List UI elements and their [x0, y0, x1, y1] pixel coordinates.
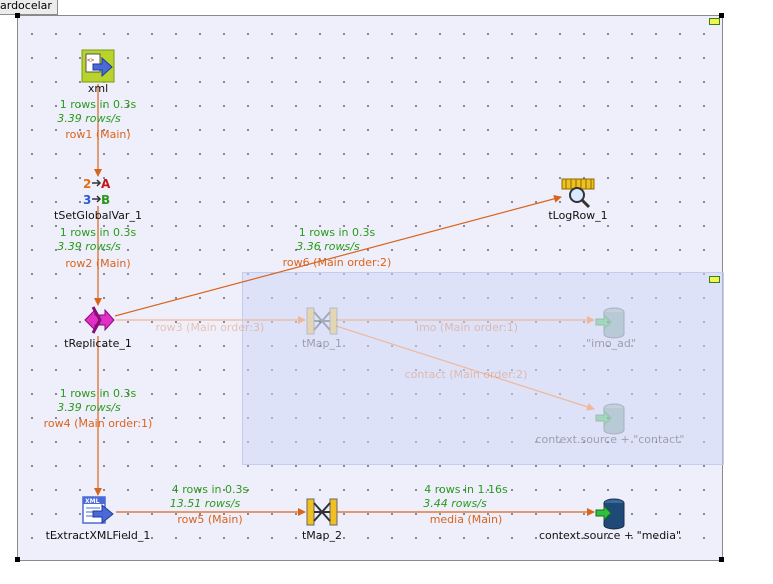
row5-rows-stat: 4 rows in 0.3s — [171, 483, 249, 496]
link-row6 — [114, 194, 562, 317]
tmap2-component-icon[interactable] — [305, 495, 339, 529]
component-label-tmap2: tMap_2 — [301, 529, 343, 542]
component-label-context-media: context.source + "media" — [538, 529, 682, 542]
row1-link-label[interactable]: row1 (Main) — [65, 128, 131, 141]
row5-link-label[interactable]: row5 (Main) — [177, 513, 243, 526]
component-label-tmap1: tMap_1 — [301, 337, 343, 350]
editor-tab-button[interactable]: ardocelar — [0, 0, 58, 15]
component-label-xml: xml — [87, 82, 109, 95]
log-row-component-icon[interactable] — [561, 176, 595, 210]
row1-rate-stat: 3.39 rows/s — [57, 112, 121, 125]
extract-xml-field-component-icon[interactable]: XML — [81, 494, 115, 528]
row3-link-label[interactable]: row3 (Main order:3) — [155, 321, 265, 334]
row2-rate-stat: 3.39 rows/s — [57, 240, 121, 253]
component-label-tlogrow: tLogRow_1 — [548, 209, 608, 222]
component-label-context-contact: context.source + "contact" — [535, 433, 685, 446]
row4-rows-stat: 1 rows in 0.3s — [59, 387, 137, 400]
media-rate-stat: 3.44 rows/s — [423, 497, 487, 510]
row6-rate-stat: 3.36 rows/s — [296, 240, 360, 253]
tmap1-component-icon[interactable] — [305, 304, 339, 338]
selection-handle-bl[interactable] — [15, 557, 20, 562]
subjob-deactivated-area — [242, 272, 724, 465]
media-output-db-icon[interactable] — [594, 497, 628, 531]
svg-text:2: 2 — [83, 177, 91, 191]
contact-link-label[interactable]: contact (Main order:2) — [404, 368, 528, 381]
media-link-label[interactable]: media (Main) — [429, 513, 503, 526]
component-label-textractxmlfield: tExtractXMLField_1 — [45, 529, 151, 542]
set-global-var-component-icon[interactable]: 2 A 3 B — [81, 174, 115, 208]
subjob-collapse-toggle[interactable] — [709, 18, 720, 25]
row5-rate-stat: 13.51 rows/s — [169, 497, 241, 510]
xml-input-component-icon[interactable]: <> — [81, 49, 115, 83]
row2-rows-stat: 1 rows in 0.3s — [59, 226, 137, 239]
row6-rows-stat: 1 rows in 0.3s — [298, 226, 376, 239]
link-contact — [335, 325, 595, 411]
svg-text:3: 3 — [83, 193, 91, 207]
selection-handle-tl[interactable] — [15, 13, 20, 18]
replicate-component-icon[interactable] — [81, 303, 115, 337]
svg-text:A: A — [101, 177, 111, 191]
row1-rows-stat: 1 rows in 0.3s — [59, 98, 137, 111]
svg-text:<>: <> — [87, 57, 95, 64]
row6-link-label[interactable]: row6 (Main order:2) — [282, 256, 392, 269]
subjob-collapse-toggle-2[interactable] — [709, 276, 720, 283]
row2-link-label[interactable]: row2 (Main) — [65, 257, 131, 270]
imo-link-label[interactable]: imo (Main order:1) — [415, 321, 519, 334]
imo-ad-output-db-icon[interactable] — [594, 306, 628, 340]
component-label-tsetglobalvar: tSetGlobalVar_1 — [54, 209, 142, 222]
row4-rate-stat: 3.39 rows/s — [57, 401, 121, 414]
svg-text:XML: XML — [85, 498, 100, 505]
media-rows-stat: 4 rows in 1.16s — [424, 483, 508, 496]
component-label-imo-ad: "imo_ad" — [586, 337, 636, 350]
selection-handle-tr[interactable] — [719, 13, 724, 18]
contact-output-db-icon[interactable] — [594, 402, 628, 436]
selection-handle-br[interactable] — [719, 557, 724, 562]
svg-text:B: B — [101, 193, 110, 207]
row4-link-label[interactable]: row4 (Main order:1) — [43, 417, 153, 430]
component-label-treplicate: tReplicate_1 — [64, 337, 132, 350]
